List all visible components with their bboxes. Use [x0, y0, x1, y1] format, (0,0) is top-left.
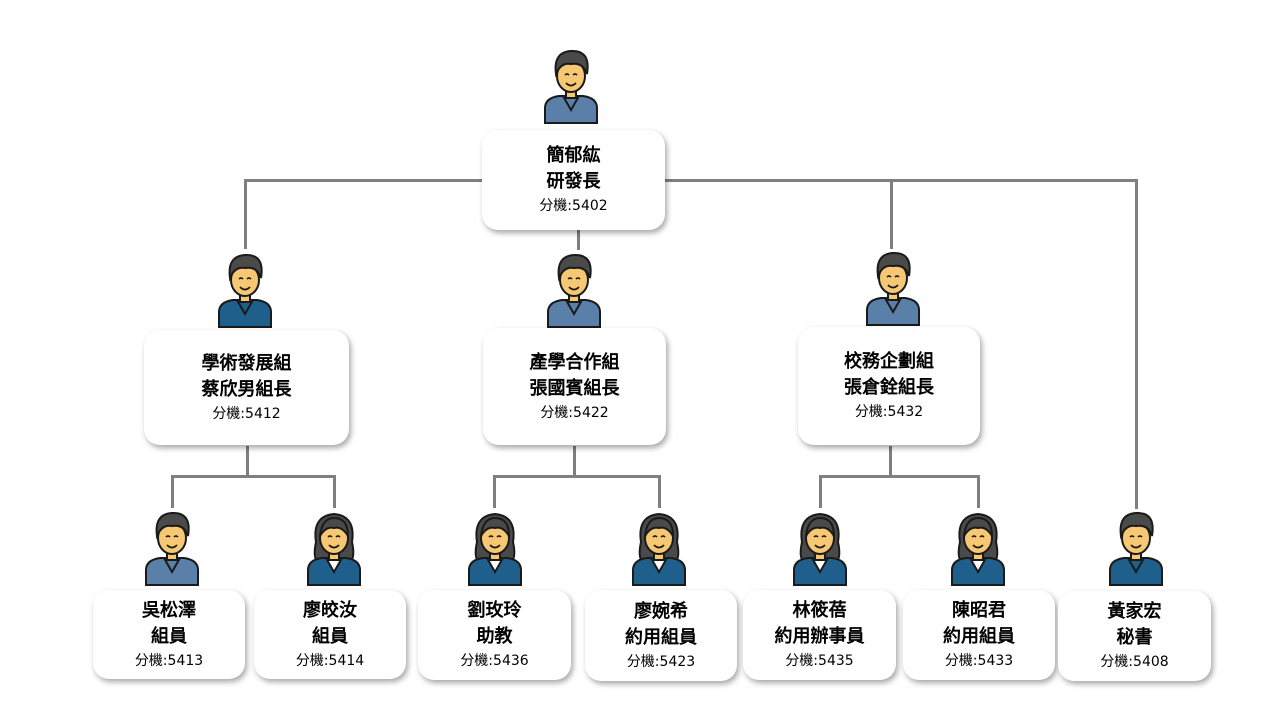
node-extension: 分機:5423 [626, 653, 696, 670]
connector-line [819, 475, 980, 478]
node-extension: 分機:5413 [134, 652, 204, 669]
person-avatar-icon [302, 506, 366, 586]
person-avatar-icon [861, 246, 925, 326]
node-name: 廖婉希 [634, 600, 688, 622]
node-extension: 分機:5402 [539, 198, 608, 214]
group-leader: 張倉銓組長 [844, 377, 934, 398]
group-leader: 張國賓組長 [529, 377, 620, 399]
node-extension: 分機:5436 [460, 653, 529, 669]
group-leader: 蔡欣男組長 [201, 378, 292, 400]
person-avatar-icon [946, 506, 1010, 586]
node-extension: 分機:5433 [944, 653, 1014, 669]
org-node-staff: 廖皎汝 組員 分機:5414 [254, 590, 406, 679]
group-name: 產學合作組 [529, 351, 620, 373]
avatar-svg [632, 512, 686, 586]
node-role: 約用組員 [625, 626, 697, 648]
connector-line [889, 446, 892, 477]
node-name: 林筱蓓 [792, 600, 847, 621]
group-name: 校務企劃組 [844, 351, 934, 372]
node-name: 劉玫玲 [467, 600, 522, 621]
person-avatar-icon [788, 506, 852, 586]
connector-line [171, 475, 174, 508]
avatar-svg [468, 512, 522, 586]
node-role: 約用辦事員 [774, 626, 865, 647]
node-name: 吳松澤 [142, 599, 196, 621]
person-avatar-icon [542, 248, 606, 328]
org-node-group: 產學合作組 張國賓組長 分機:5422 [483, 328, 666, 445]
connector-line [658, 475, 661, 508]
group-name: 學術發展組 [201, 352, 292, 374]
org-node-staff: 林筱蓓 約用辦事員 分機:5435 [743, 590, 896, 680]
avatar-svg [544, 49, 598, 124]
person-avatar-icon [1104, 506, 1168, 586]
person-avatar-icon [213, 248, 277, 328]
connector-line [244, 179, 247, 249]
avatar-svg [793, 512, 847, 586]
node-extension: 分機:5412 [212, 405, 281, 422]
node-extension: 分機:5414 [295, 652, 365, 669]
node-extension: 分機:5422 [540, 404, 609, 421]
org-node-staff: 黃家宏 秘書 分機:5408 [1058, 591, 1211, 681]
node-role: 組員 [151, 625, 187, 647]
connector-line [819, 475, 822, 508]
connector-line [977, 475, 980, 508]
connector-line [246, 446, 249, 477]
avatar-svg [218, 253, 272, 328]
node-role: 約用組員 [943, 626, 1015, 647]
node-extension: 分機:5435 [785, 653, 854, 669]
connector-line [1135, 179, 1138, 509]
person-avatar-icon [140, 506, 204, 586]
connector-line [493, 475, 661, 478]
avatar-svg [951, 512, 1005, 586]
node-role: 秘書 [1116, 627, 1153, 648]
person-avatar-icon [627, 506, 691, 586]
node-name: 廖皎汝 [303, 599, 357, 621]
person-avatar-icon [463, 506, 527, 586]
avatar-svg [547, 253, 601, 328]
node-role: 研發長 [546, 171, 601, 192]
person-avatar-icon [539, 44, 603, 124]
org-node-staff: 劉玫玲 助教 分機:5436 [418, 590, 571, 680]
avatar-svg [1109, 511, 1163, 586]
node-name: 簡郁紘 [546, 145, 601, 166]
avatar-svg [307, 512, 361, 586]
node-role: 組員 [312, 625, 348, 647]
connector-line [171, 475, 336, 478]
node-name: 陳昭君 [952, 600, 1006, 621]
node-extension: 分機:5408 [1100, 654, 1169, 670]
connector-line [245, 179, 1137, 182]
org-node-staff: 陳昭君 約用組員 分機:5433 [903, 590, 1055, 680]
org-node-staff: 廖婉希 約用組員 分機:5423 [585, 590, 737, 681]
avatar-svg [866, 251, 920, 326]
org-node-group: 校務企劃組 張倉銓組長 分機:5432 [798, 327, 980, 445]
avatar-svg [145, 511, 199, 586]
connector-line [573, 446, 576, 477]
node-extension: 分機:5432 [854, 404, 924, 420]
connector-line [493, 475, 496, 508]
org-node-staff: 吳松澤 組員 分機:5413 [93, 590, 245, 679]
connector-line [333, 475, 336, 508]
connector-line [577, 228, 580, 250]
org-node-director: 簡郁紘 研發長 分機:5402 [482, 130, 665, 230]
org-node-group: 學術發展組 蔡欣男組長 分機:5412 [144, 330, 349, 445]
node-name: 黃家宏 [1107, 601, 1162, 622]
node-role: 助教 [476, 626, 513, 647]
connector-line [890, 179, 893, 249]
